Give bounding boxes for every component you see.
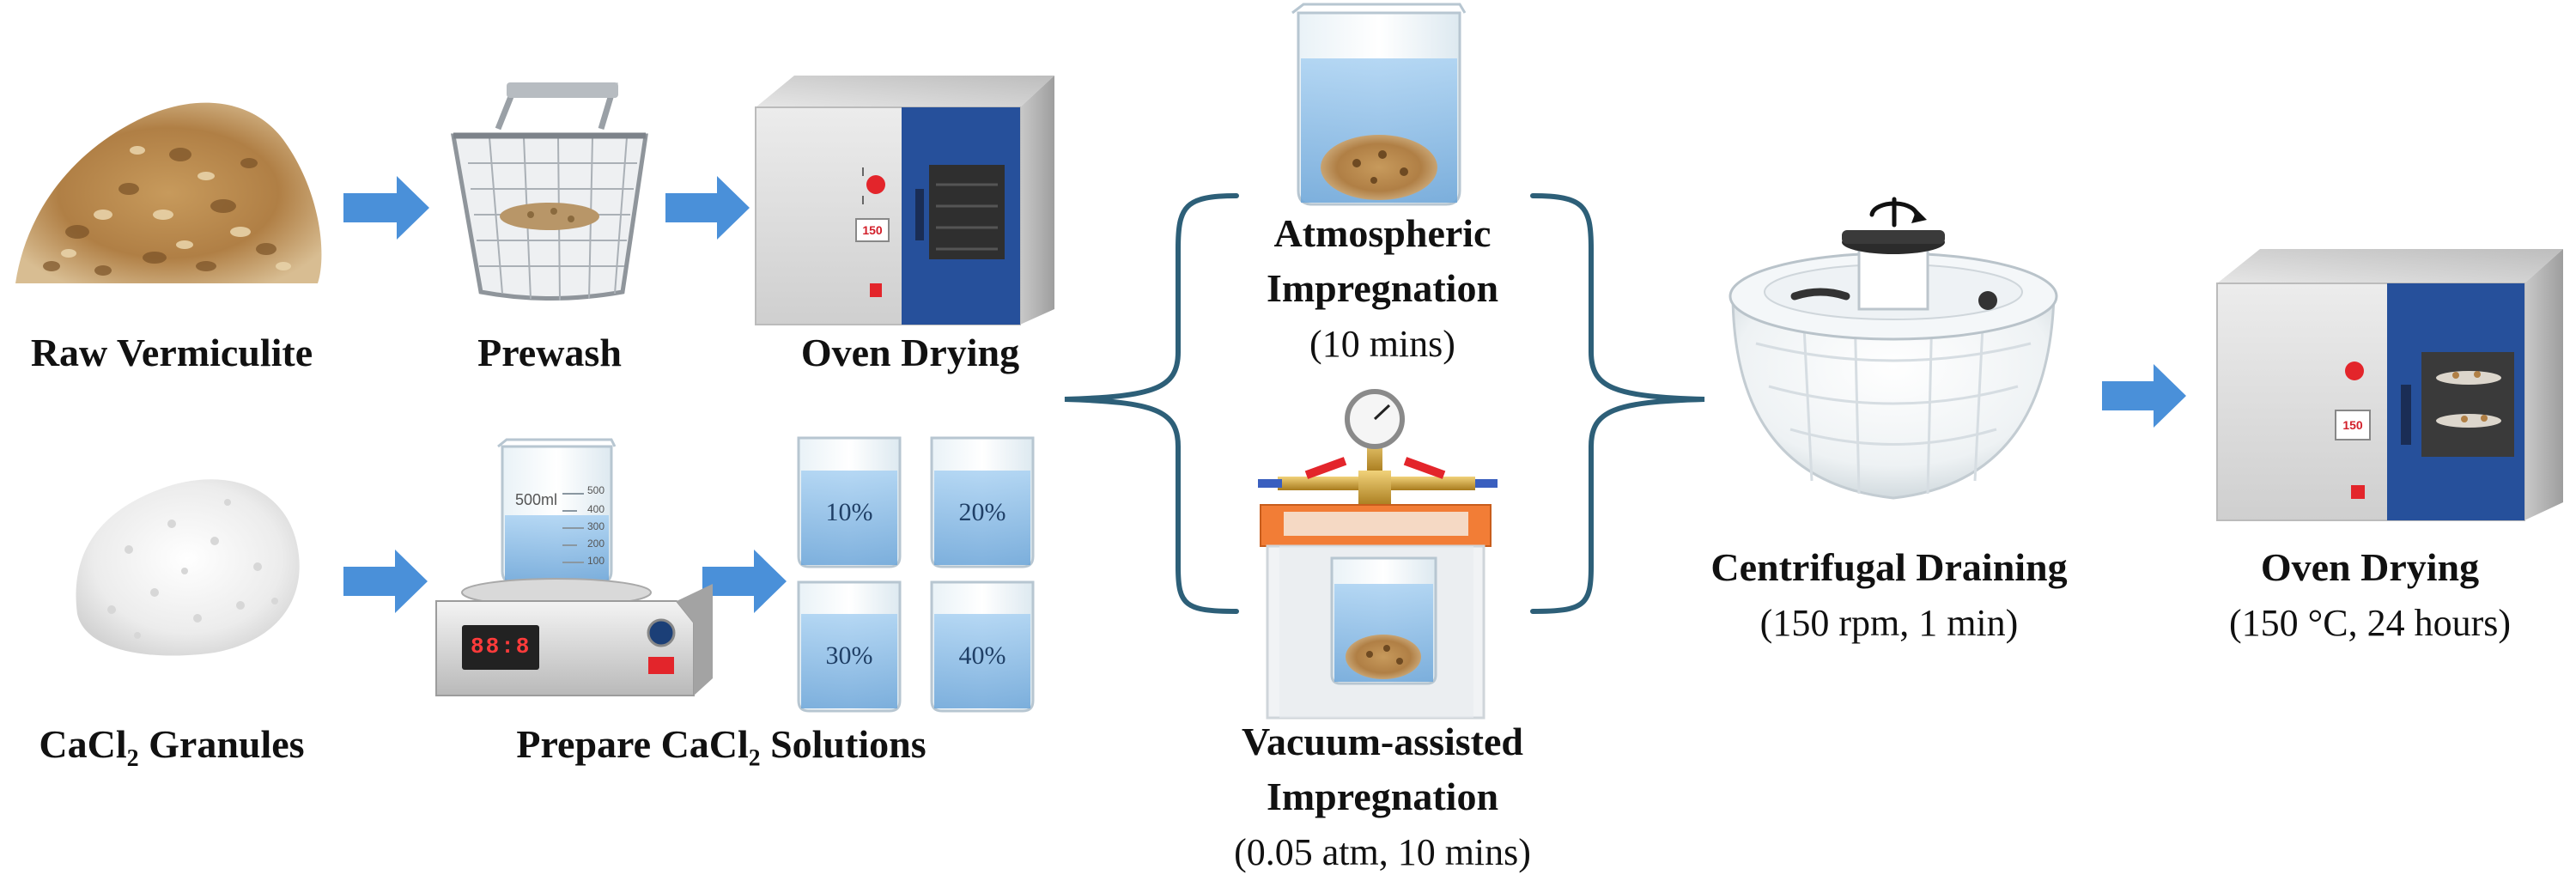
arrow-right-icon [343,550,428,613]
centrifuge-spinner-image [1728,197,2058,500]
arrow-right-icon [702,550,787,613]
label-oven-drying-2: Oven Drying [2260,545,2480,589]
solution-label-40: 40% [958,641,1006,670]
label-centrifugal-detail: (150 rpm, 1 min) [1759,602,2019,644]
label-centrifugal: Centrifugal Draining [1710,545,2068,589]
mesh-basket-image [451,82,648,301]
oven1-temperature-display: 150 [862,223,883,237]
solution-label-20: 20% [958,498,1006,526]
right-brace [1530,193,1705,614]
solution-beaker-10 [797,436,902,568]
arrow-right-icon [343,176,429,240]
solution-label-10: 10% [825,498,873,526]
label-oven-drying-2-detail: (150 °C, 24 hours) [2228,602,2512,644]
solution-label-30: 30% [825,641,873,670]
beaker-tick-100: 100 [587,555,605,567]
drying-oven-image [755,76,1054,325]
label-prewash: Prewash [477,331,622,374]
drying-oven-image [2216,249,2563,521]
oven2-temperature-display: 150 [2342,418,2363,432]
beaker-volume-label: 500ml [515,491,558,508]
cacl2-granules-image [76,479,300,656]
cacl2-suffix: Granules [138,722,305,766]
label-atmospheric-line2: Impregnation [1266,266,1499,310]
label-atmospheric-detail: (10 mins) [1309,323,1455,365]
left-brace [1064,193,1239,614]
cacl2-prefix: CaCl [39,722,127,766]
label-cacl2-granules: CaCl2 Granules [0,721,343,773]
atmospheric-beaker-image [1291,3,1467,206]
cacl2-subscript: 2 [126,745,139,773]
arrow-right-icon [665,176,750,240]
label-vacuum-line2: Impregnation [1266,775,1499,818]
hotplate-display: 88:8 [471,634,532,659]
rotate-icon [1869,197,1927,228]
beaker-tick-500: 500 [587,484,605,496]
vacuum-chamber-image [1258,389,1498,720]
label-prepare-solutions: Prepare CaCl₂ Solutions [516,722,927,766]
hotplate-stirrer-image [435,438,713,696]
label-atmospheric-line1: Atmospheric [1273,211,1492,255]
beaker-tick-200: 200 [587,538,605,550]
beaker-tick-400: 400 [587,503,605,515]
solution-beaker-20 [930,436,1035,568]
solution-beaker-30 [797,580,902,713]
vermiculite-pile-image [15,102,322,283]
label-vacuum-detail: (0.05 atm, 10 mins) [1234,831,1531,873]
arrow-right-icon [2102,364,2186,428]
label-oven-drying-1: Oven Drying [800,331,1020,374]
solution-beaker-40 [930,580,1035,713]
beaker-tick-300: 300 [587,520,605,532]
label-vacuum-line1: Vacuum-assisted [1241,720,1524,763]
label-raw-vermiculite: Raw Vermiculite [30,331,313,374]
